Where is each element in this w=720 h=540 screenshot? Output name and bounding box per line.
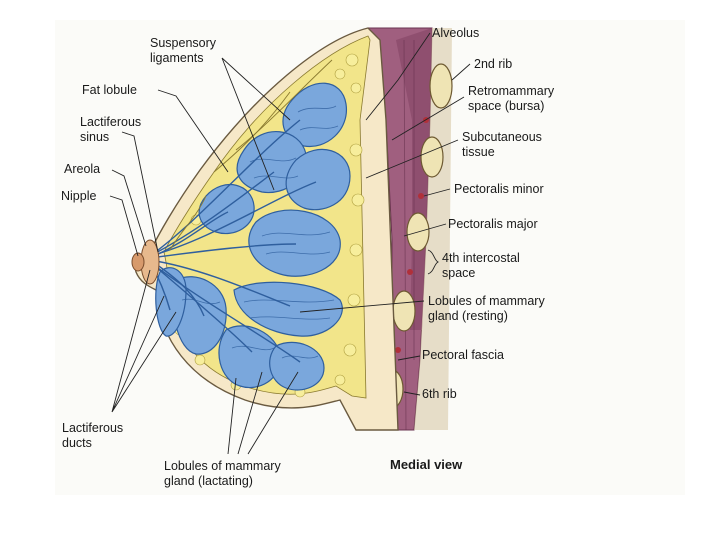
- label-2nd-rib: 2nd rib: [474, 57, 512, 71]
- label-lactiferous-ducts: Lactiferous ducts: [62, 421, 127, 450]
- lobule-low-2: [218, 325, 281, 388]
- label-nipple: Nipple: [61, 189, 96, 203]
- label-lactiferous-sinus: Lactiferous sinus: [80, 115, 145, 144]
- label-suspensory-ligaments: Suspensory ligaments: [150, 36, 220, 65]
- label-pectoralis-major: Pectoralis major: [448, 217, 538, 231]
- rib-3rd: [420, 136, 444, 178]
- leader-lines: [109, 32, 471, 455]
- rib-5th: [392, 290, 416, 332]
- labels: Alveolus Suspensory ligaments Fat lobule…: [61, 26, 558, 488]
- lobule-upper-3: [285, 148, 351, 211]
- label-alveolus: Alveolus: [432, 26, 479, 40]
- label-medial-view: Medial view: [390, 457, 463, 472]
- label-lobules-lactating: Lobules of mammary gland (lactating): [164, 459, 284, 488]
- label-4th-intercostal-space: 4th intercostal space: [442, 251, 523, 280]
- chest-wall: [367, 27, 453, 431]
- label-6th-rib: 6th rib: [422, 387, 457, 401]
- label-pectoral-fascia: Pectoral fascia: [422, 348, 504, 362]
- label-lobules-resting: Lobules of mammary gland (resting): [428, 294, 548, 323]
- lobule-low-3: [269, 341, 325, 391]
- label-retromammary-space: Retromammary space (bursa): [468, 84, 558, 113]
- label-areola: Areola: [64, 162, 100, 176]
- lactiferous-ducts: [149, 119, 317, 363]
- lobule-upper-1: [282, 82, 347, 148]
- breast: [131, 27, 399, 431]
- label-pectoralis-minor: Pectoralis minor: [454, 182, 544, 196]
- label-fat-lobule: Fat lobule: [82, 83, 137, 97]
- nipple: [131, 252, 145, 272]
- rib-cage-area: [414, 28, 452, 430]
- rib-2nd: [429, 63, 453, 109]
- lobule-mid-2: [248, 209, 341, 277]
- label-subcutaneous-tissue: Subcutaneous tissue: [462, 130, 545, 159]
- suspensory-ligaments: [169, 59, 333, 251]
- lobule-low-4: [155, 267, 187, 337]
- lobule-mid-3: [233, 281, 343, 337]
